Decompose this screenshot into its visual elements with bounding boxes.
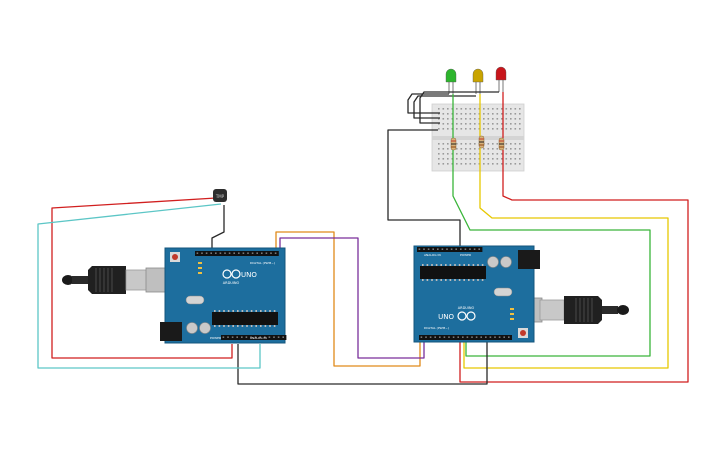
brand-label-right: ARDUINO — [458, 306, 475, 310]
arduino-logo-left: UNO ARDUINO — [222, 269, 257, 285]
digital-header-left[interactable] — [195, 251, 279, 256]
breadboard[interactable] — [431, 103, 525, 172]
wire-green-signal[interactable] — [452, 150, 651, 357]
digital-label-right: DIGITAL (PWM~) — [424, 326, 449, 330]
wire-black-led1[interactable] — [407, 93, 449, 114]
power-analog-header-left[interactable] — [221, 335, 287, 340]
power-label-right: POWER — [460, 253, 471, 257]
red-led[interactable] — [495, 66, 507, 92]
resistor-2[interactable] — [478, 135, 485, 149]
wire-black-led2[interactable] — [413, 95, 476, 119]
wire-red-sensor-power[interactable] — [51, 197, 233, 359]
resistor-3[interactable] — [498, 137, 505, 151]
dc-jack-right — [518, 250, 540, 269]
brand-label-left: ARDUINO — [223, 281, 240, 285]
red-led-body — [495, 66, 507, 81]
green-led[interactable] — [445, 68, 457, 94]
digital-header-right[interactable] — [419, 335, 512, 340]
wire-purple-link[interactable] — [279, 237, 425, 359]
reset-button-left[interactable] — [172, 254, 178, 260]
analog-label-right: ANALOG IN — [424, 253, 441, 257]
wire-black-led3[interactable] — [419, 91, 499, 124]
dc-jack-left — [160, 322, 182, 341]
wire-cyan-sensor-signal[interactable] — [37, 203, 261, 369]
digital-label-left: DIGITAL (PWM~) — [250, 261, 275, 265]
sensor-label: TMP — [215, 194, 225, 199]
yellow-led[interactable] — [472, 68, 484, 94]
usb-cable-right[interactable] — [521, 296, 629, 324]
green-led-body — [445, 68, 457, 83]
wire-yellow-signal[interactable] — [463, 148, 669, 369]
resistor-1[interactable] — [450, 137, 457, 151]
wire-orange-link[interactable] — [275, 231, 421, 367]
arduino-left[interactable]: UNO ARDUINO DIGITAL (PWM~) POWER ANALOG … — [62, 247, 287, 344]
temperature-sensor[interactable]: TMP — [213, 189, 227, 202]
analog-label-left: ANALOG IN — [250, 336, 267, 340]
wire-red-signal[interactable] — [459, 150, 689, 383]
wire-black-bb-gnd[interactable] — [387, 129, 461, 246]
wire-black-gnd-link[interactable] — [237, 338, 488, 385]
arduino-logo-right: UNO ARDUINO — [438, 306, 476, 321]
model-label-left: UNO — [241, 271, 257, 279]
breadboard-holes — [438, 108, 521, 165]
arduino-right[interactable]: UNO ARDUINO DIGITAL (PWM~) ANALOG IN POW… — [413, 245, 629, 343]
power-label-left: POWER — [210, 336, 221, 340]
usb-cable-left[interactable] — [62, 266, 167, 294]
yellow-led-body — [472, 68, 484, 83]
wire-black-sensor-gnd[interactable] — [211, 205, 225, 250]
power-analog-header-right[interactable] — [417, 247, 483, 252]
model-label-right: UNO — [438, 313, 454, 321]
reset-button-right[interactable] — [520, 330, 526, 336]
